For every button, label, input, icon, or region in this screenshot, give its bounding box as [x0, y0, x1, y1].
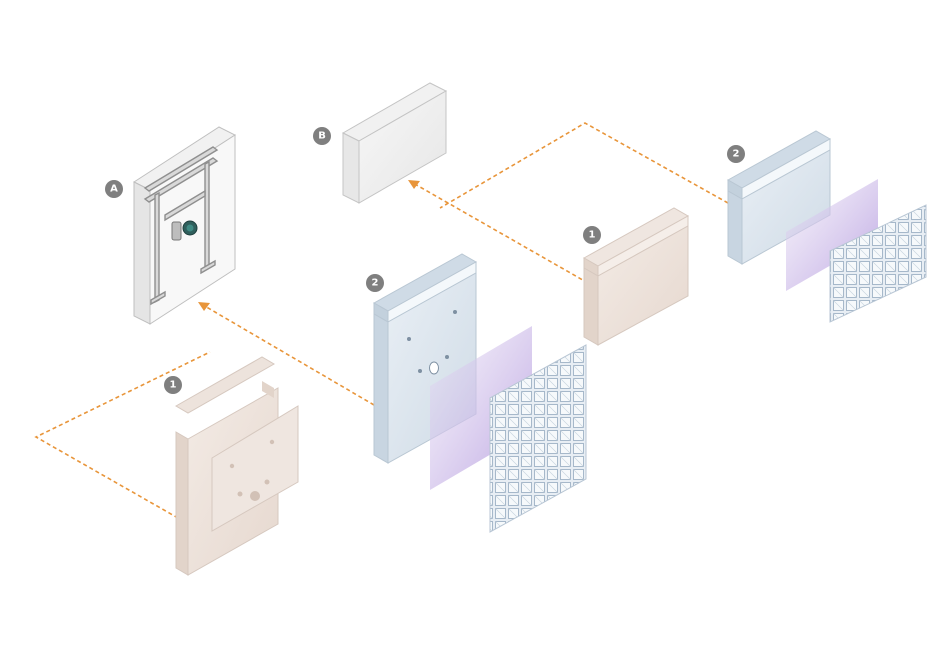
badge-step1-right: 1: [583, 226, 601, 244]
left-panel-set: [372, 253, 587, 533]
badge-frame-a: A: [105, 180, 123, 198]
connector-right-board-to-box: [412, 182, 589, 284]
badge-step2-right-label: 2: [733, 149, 740, 160]
arrowhead-box: [408, 180, 420, 189]
badge-step1-left-label: 1: [170, 380, 177, 391]
right-board-set: [582, 207, 690, 346]
connector-lines: [34, 122, 729, 519]
right-panel-set: [726, 130, 927, 323]
connector-left-board-to-frame: [34, 351, 211, 519]
connector-left-panel-to-frame: [202, 304, 375, 406]
badge-step2-right: 2: [727, 145, 745, 163]
badge-step2-left-label: 2: [372, 278, 379, 289]
badge-frame-a-label: A: [110, 184, 118, 195]
empty-box-icon: [341, 82, 448, 204]
valve-icon: [171, 220, 198, 241]
badge-step2-left: 2: [366, 274, 384, 292]
badge-step1-right-label: 1: [589, 230, 596, 241]
installation-frame-icon: [132, 126, 237, 325]
left-board-set: [174, 356, 299, 576]
badge-step1-left: 1: [164, 376, 182, 394]
connector-right-panel-to-box: [439, 122, 729, 209]
arrowhead-frame: [198, 302, 210, 311]
badge-box-b-label: B: [318, 131, 326, 142]
badge-box-b: B: [313, 127, 331, 145]
connector-arrowheads: [198, 180, 420, 311]
